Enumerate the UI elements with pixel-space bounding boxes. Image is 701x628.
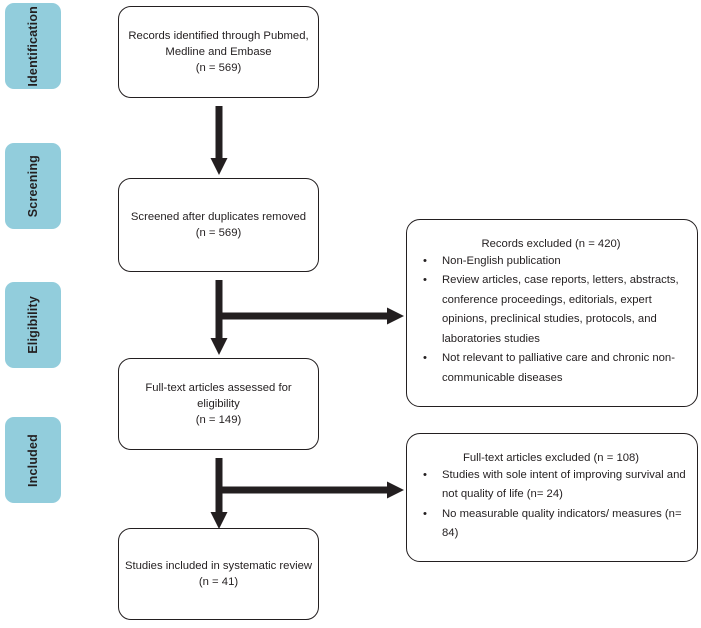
box-studies-included: Studies included in systematic review (n… [118,528,319,620]
bullet-icon: • [423,352,427,365]
box-records-excluded: Records excluded (n = 420) • Non-English… [406,219,698,407]
connector-fulltext-to-included [205,456,405,530]
tee-arrow-icon [210,280,404,355]
stage-label-screening: Screening [5,143,61,229]
connector-screened-to-fulltext [205,278,405,356]
tee-arrow-icon [210,458,404,529]
list-item: • Non-English publication [415,252,687,271]
box-records-identified: Records identified through Pubmed, Medli… [118,6,319,98]
list-item: • Not relevant to palliative care and ch… [415,349,687,388]
bullet-icon: • [423,274,427,287]
stage-label-included: Included [5,417,61,503]
records-excluded-list: • Non-English publication • Review artic… [415,252,687,388]
connector-identified-to-screened [205,104,233,176]
fulltext-excluded-list: • Studies with sole intent of improving … [415,466,687,544]
stage-label-text: Included [25,433,40,487]
stage-label-text: Identification [25,5,40,87]
list-item: • Review articles, case reports, letters… [415,271,687,349]
box-line: (n = 41) [198,576,239,588]
list-item-text: Not relevant to palliative care and chro… [442,352,675,384]
box-line: Medline and Embase [165,45,272,58]
box-line: Studies included in systematic review [124,559,313,572]
fulltext-excluded-title: Full-text articles excluded (n = 108) [462,451,640,464]
list-item: • No measurable quality indicators/ meas… [415,505,687,544]
box-line: Full-text articles assessed for [145,381,292,394]
box-screened-after-duplicates: Screened after duplicates removed (n = 5… [118,178,319,272]
box-line: Screened after duplicates removed [130,210,307,223]
box-line: eligibility [197,397,240,410]
stage-label-text: Screening [25,154,40,218]
bullet-icon: • [423,255,427,268]
list-item: • Studies with sole intent of improving … [415,466,687,505]
box-line: (n = 149) [195,414,242,427]
list-item-text: Non-English publication [442,255,561,268]
bullet-icon: • [423,507,427,520]
list-item-text: No measurable quality indicators/ measur… [442,507,682,539]
box-fulltext-excluded: Full-text articles excluded (n = 108) • … [406,433,698,562]
stage-label-eligibility: Eligibility [5,282,61,368]
box-line: (n = 569) [195,227,242,239]
list-item-text: Review articles, case reports, letters, … [442,274,679,345]
stage-label-identification: Identification [5,3,61,89]
records-excluded-title: Records excluded (n = 420) [481,238,621,251]
down-arrow-icon [210,106,228,175]
box-fulltext-assessed: Full-text articles assessed for eligibil… [118,358,319,450]
stage-label-text: Eligibility [25,296,40,354]
box-line: Records identified through Pubmed, [128,29,309,42]
list-item-text: Studies with sole intent of improving su… [442,468,686,501]
bullet-icon: • [423,468,427,481]
box-line: (n = 569) [195,62,242,75]
